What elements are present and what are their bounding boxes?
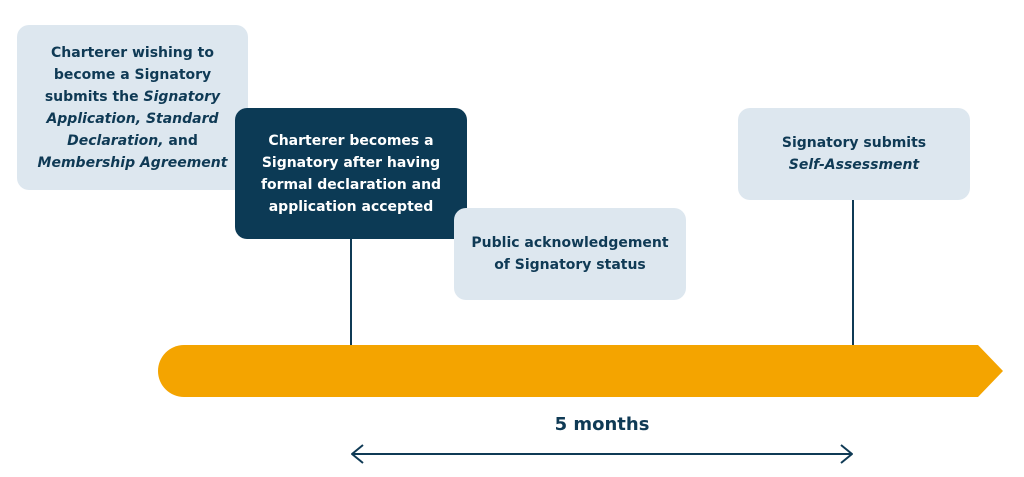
- text-line: of Signatory status: [494, 257, 646, 273]
- step-public-acknowledgement-box: Public acknowledgement of Signatory statu…: [454, 208, 686, 300]
- step-becomes-signatory-text: Charterer becomes a Signatory after havin…: [261, 130, 441, 218]
- text-line: Application, Standard: [46, 110, 219, 127]
- duration-arrow-right-head: [840, 444, 853, 464]
- text-line: Declaration, and: [67, 132, 198, 149]
- text-line: Public acknowledgement: [471, 235, 669, 251]
- connector-line-signatory: [350, 239, 352, 345]
- step-application-text: Charterer wishing to become a Signatory su…: [38, 42, 228, 174]
- duration-label: 5 months: [554, 414, 650, 435]
- step-public-acknowledgement-text: Public acknowledgement of Signatory statu…: [471, 232, 668, 276]
- connector-line-self-assessment: [852, 200, 854, 345]
- text-line: Membership Agreement: [37, 154, 228, 171]
- text-line: application accepted: [268, 198, 434, 215]
- text-line: submits the Signatory: [44, 88, 221, 105]
- step-application-box: Charterer wishing to become a Signatory su…: [17, 25, 248, 190]
- text-line: formal declaration and: [260, 176, 442, 193]
- timeline-arrow: [158, 345, 1003, 397]
- text-line: Signatory submits: [781, 135, 927, 151]
- step-becomes-signatory-box: Charterer becomes a Signatory after havin…: [235, 108, 467, 239]
- text-line: Charterer wishing to: [51, 44, 214, 61]
- text-line: Self-Assessment: [788, 157, 920, 173]
- duration-arrow-left-head: [351, 444, 364, 464]
- text-line: become a Signatory: [53, 66, 212, 83]
- text-line: Charterer becomes a: [268, 132, 434, 149]
- text-line: Signatory after having: [261, 154, 441, 171]
